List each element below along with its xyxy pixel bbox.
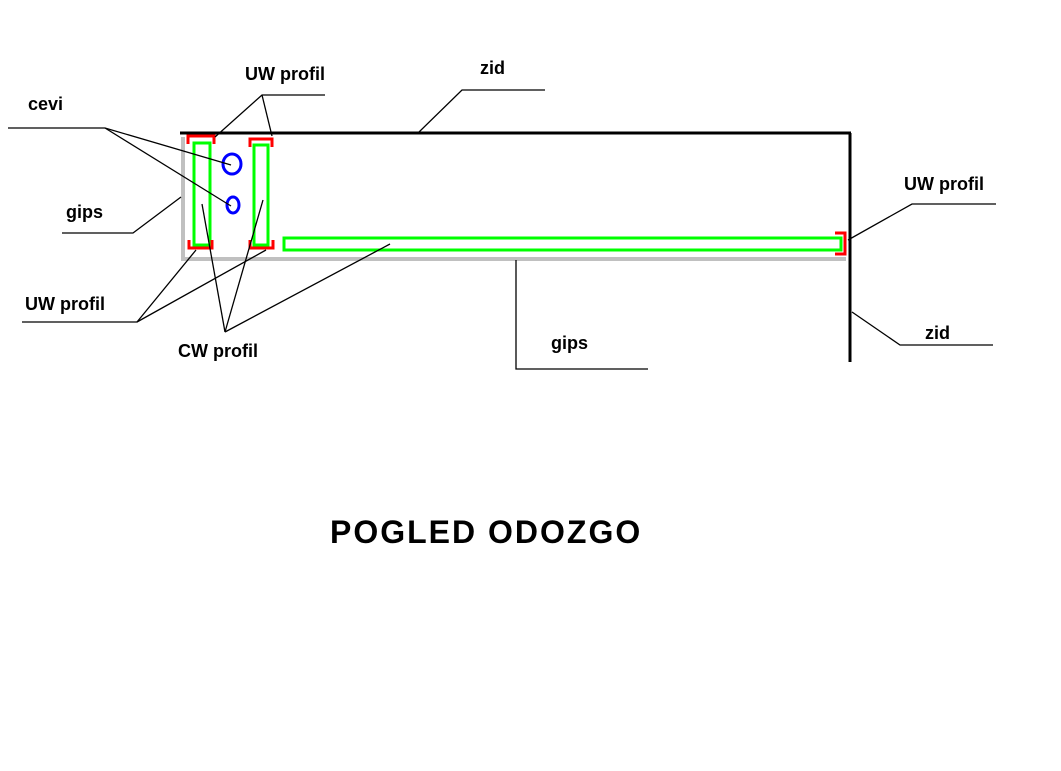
uw-profile-right [835,231,847,256]
label-gips-bottom: gips [551,333,589,353]
gips-board [181,137,846,261]
cw-profile-horizontal [282,236,843,252]
uw-profile-top-mid [248,137,274,147]
uw-profiles [186,134,847,256]
diagram-title: POGLED ODOZGO [330,514,643,550]
leader-lines [8,89,996,370]
label-cevi: cevi [28,94,64,114]
cw-profile-middle [252,143,270,247]
label-zid-top: zid [480,58,505,78]
uw-profile-top-left [186,134,216,144]
label-uw-profil-right: UW profil [904,174,984,194]
label-uw-profil-top: UW profil [245,64,325,84]
label-gips-left: gips [66,202,104,222]
cw-profile-left [192,141,212,247]
label-zid-right: zid [925,323,950,343]
label-uw-profil-left: UW profil [25,294,105,314]
label-cw-profil: CW profil [178,341,258,361]
uw-profile-bottom-left [187,240,214,250]
pipe-icon [225,195,241,215]
pipe-icon [221,152,243,176]
